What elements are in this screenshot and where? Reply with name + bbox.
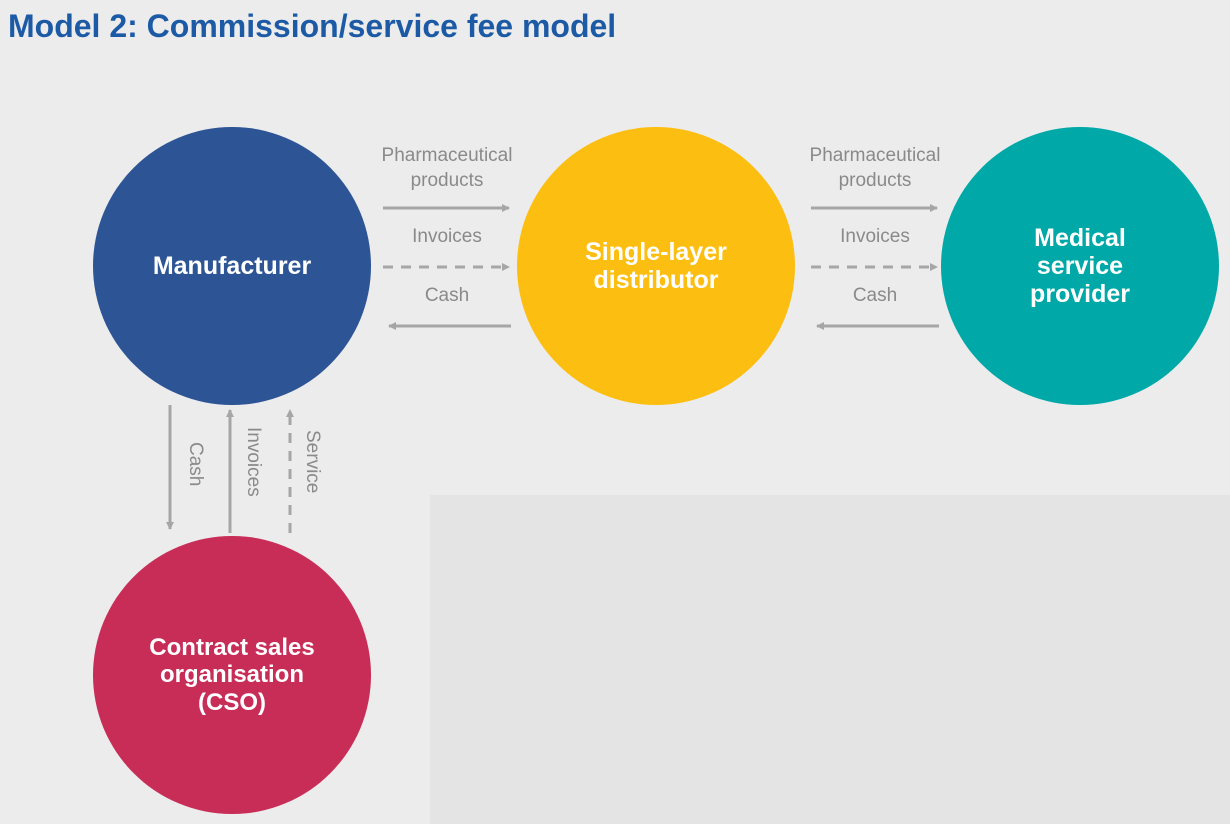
invoices-label-right: Invoices: [840, 226, 910, 247]
distributor-node: Single-layer distributor: [517, 127, 795, 405]
cso-label: Contract sales organisation (CSO): [149, 634, 315, 716]
manufacturer-label: Manufacturer: [152, 251, 312, 280]
provider-node: Medical service provider: [941, 127, 1219, 405]
page-title: Model 2: Commission/service fee model: [8, 8, 617, 44]
products-label-right: Pharmaceutical products: [809, 145, 941, 191]
distributor-label: Single-layer distributor: [585, 237, 727, 294]
cso-node: Contract sales organisation (CSO): [93, 536, 371, 814]
cash-label-left: Cash: [424, 285, 470, 306]
invoices-label-left: Invoices: [412, 226, 482, 247]
manufacturer-node: Manufacturer: [93, 127, 371, 405]
background-panel: [430, 495, 1230, 824]
invoices-label-vertical: Invoices: [243, 427, 264, 497]
cash-label-right: Cash: [852, 285, 898, 306]
cash-label-vertical: Cash: [185, 442, 206, 487]
service-label-vertical: Service: [302, 430, 323, 494]
provider-label: Medical service provider: [1029, 223, 1131, 309]
products-label-left: Pharmaceutical products: [381, 145, 513, 191]
